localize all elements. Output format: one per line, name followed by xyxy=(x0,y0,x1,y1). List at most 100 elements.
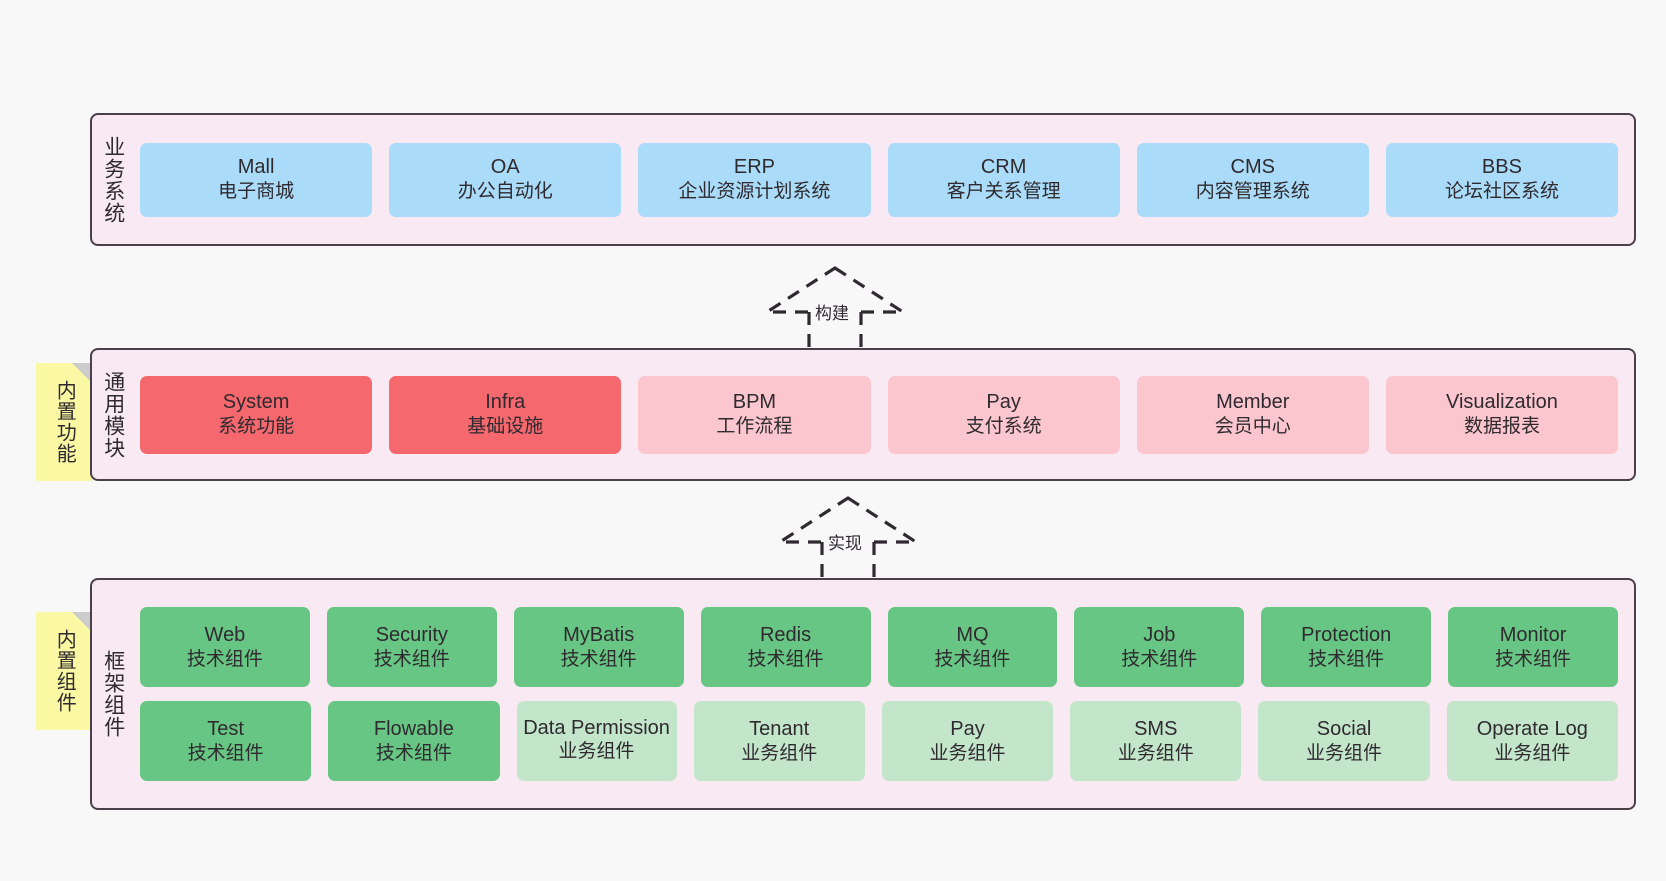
layer-title-common-modules: 通用模块 xyxy=(101,370,125,459)
card-subtitle: 技术组件 xyxy=(375,742,452,764)
card-monitor[interactable]: Monitor 技术组件 xyxy=(1448,607,1618,687)
card-title: Data Permission xyxy=(523,717,670,740)
layer-body-common-modules: System 系统功能 Infra 基础设施 BPM 工作流程 Pay 支付系统… xyxy=(134,350,1634,479)
card-subtitle: 数据报表 xyxy=(1463,416,1540,438)
card-subtitle: 技术组件 xyxy=(187,742,264,764)
sticky-note-label: 内置组件 xyxy=(53,629,76,713)
card-bpm[interactable]: BPM 工作流程 xyxy=(638,375,871,454)
card-oa[interactable]: OA 办公自动化 xyxy=(389,142,622,217)
card-title: OA xyxy=(490,156,520,179)
card-title: Pay xyxy=(986,391,1021,414)
card-subtitle: 技术组件 xyxy=(934,648,1011,670)
card-title: Security xyxy=(375,623,448,646)
card-system[interactable]: System 系统功能 xyxy=(140,375,373,454)
card-security[interactable]: Security 技术组件 xyxy=(326,607,497,687)
card-bbs[interactable]: BBS 论坛社区系统 xyxy=(1385,142,1619,217)
card-title: Infra xyxy=(485,391,526,414)
connector-label-build: 构建 xyxy=(812,299,852,324)
card-mybatis[interactable]: MyBatis 技术组件 xyxy=(513,607,684,687)
card-subtitle: 技术组件 xyxy=(373,648,450,670)
card-sms[interactable]: SMS 业务组件 xyxy=(1070,701,1242,781)
card-title: ERP xyxy=(733,156,775,179)
layer-title-business-systems: 业务系统 xyxy=(101,135,125,224)
connector-label-implement: 实现 xyxy=(825,529,865,554)
card-row-technical: Web 技术组件 Security 技术组件 MyBatis 技术组件 Redi… xyxy=(140,607,1618,687)
card-member[interactable]: Member 会员中心 xyxy=(1136,375,1369,454)
card-title: Pay xyxy=(950,717,985,740)
card-row-business: Test 技术组件 Flowable 技术组件 Data Permission … xyxy=(140,701,1618,781)
card-title: CRM xyxy=(980,156,1027,179)
card-job[interactable]: Job 技术组件 xyxy=(1074,607,1245,687)
card-mq[interactable]: MQ 技术组件 xyxy=(887,607,1058,687)
card-erp[interactable]: ERP 企业资源计划系统 xyxy=(638,142,871,217)
card-test[interactable]: Test 技术组件 xyxy=(140,701,312,781)
card-title: Operate Log xyxy=(1476,717,1588,740)
layer-body-business-systems: Mall 电子商城 OA 办公自动化 ERP 企业资源计划系统 CRM 客户关系… xyxy=(134,115,1634,244)
card-operate-log[interactable]: Operate Log 业务组件 xyxy=(1446,701,1618,781)
card-subtitle: 支付系统 xyxy=(965,416,1042,438)
card-title: Flowable xyxy=(373,717,454,740)
card-title: BPM xyxy=(732,391,777,414)
fold-corner-icon xyxy=(72,363,92,383)
card-title: MyBatis xyxy=(563,623,635,646)
layer-title-framework-components: 框架组件 xyxy=(101,650,125,738)
card-visualization[interactable]: Visualization 数据报表 xyxy=(1385,375,1619,454)
card-social[interactable]: Social 业务组件 xyxy=(1258,701,1430,781)
fold-corner-icon xyxy=(72,612,92,632)
card-subtitle: 业务组件 xyxy=(1306,742,1383,764)
card-protection[interactable]: Protection 技术组件 xyxy=(1261,607,1432,687)
layer-body-framework-components: Web 技术组件 Security 技术组件 MyBatis 技术组件 Redi… xyxy=(134,580,1634,808)
card-subtitle: 系统功能 xyxy=(218,416,295,438)
sticky-note-builtin-components: 内置组件 xyxy=(36,612,92,730)
card-subtitle: 企业资源计划系统 xyxy=(678,181,831,203)
card-title: Social xyxy=(1316,717,1372,740)
sticky-note-builtin-functions: 内置功能 xyxy=(36,363,92,481)
card-subtitle: 技术组件 xyxy=(560,648,637,670)
card-title: Job xyxy=(1143,623,1176,646)
card-subtitle: 内容管理系统 xyxy=(1195,181,1310,203)
card-title: Visualization xyxy=(1445,391,1558,414)
card-title: MQ xyxy=(956,623,989,646)
card-infra[interactable]: Infra 基础设施 xyxy=(389,375,622,454)
card-pay-component[interactable]: Pay 业务组件 xyxy=(881,701,1054,781)
card-title: BBS xyxy=(1481,156,1522,179)
card-title: Web xyxy=(204,623,246,646)
card-redis[interactable]: Redis 技术组件 xyxy=(700,607,871,687)
layer-framework-components: 框架组件 Web 技术组件 Security 技术组件 MyBatis 技术组件… xyxy=(90,578,1636,810)
card-subtitle: 业务组件 xyxy=(1117,742,1194,764)
card-mall[interactable]: Mall 电子商城 xyxy=(140,142,373,217)
card-subtitle: 业务组件 xyxy=(929,742,1006,764)
card-subtitle: 办公自动化 xyxy=(457,181,553,203)
card-subtitle: 技术组件 xyxy=(1121,648,1198,670)
card-web[interactable]: Web 技术组件 xyxy=(140,607,310,687)
card-title: System xyxy=(222,391,290,414)
card-subtitle: 基础设施 xyxy=(467,416,544,438)
card-title: CMS xyxy=(1230,156,1275,179)
card-title: Mall xyxy=(237,156,275,179)
card-title: Tenant xyxy=(749,717,810,740)
card-subtitle: 技术组件 xyxy=(747,648,824,670)
card-cms[interactable]: CMS 内容管理系统 xyxy=(1136,142,1369,217)
connector-implement: 实现 xyxy=(773,494,923,584)
connector-build: 构建 xyxy=(760,264,910,354)
card-data-permission[interactable]: Data Permission 业务组件 xyxy=(516,701,677,781)
card-subtitle: 业务组件 xyxy=(1494,742,1571,764)
card-pay[interactable]: Pay 支付系统 xyxy=(887,375,1120,454)
card-flowable[interactable]: Flowable 技术组件 xyxy=(328,701,500,781)
card-tenant[interactable]: Tenant 业务组件 xyxy=(693,701,865,781)
card-title: Monitor xyxy=(1499,623,1567,646)
layer-common-modules: 通用模块 System 系统功能 Infra 基础设施 BPM 工作流程 Pay xyxy=(90,348,1636,481)
card-subtitle: 技术组件 xyxy=(186,648,263,670)
card-subtitle: 业务组件 xyxy=(558,740,635,762)
card-row: System 系统功能 Infra 基础设施 BPM 工作流程 Pay 支付系统… xyxy=(140,375,1619,454)
card-subtitle: 技术组件 xyxy=(1308,648,1385,670)
card-crm[interactable]: CRM 客户关系管理 xyxy=(887,142,1120,217)
card-subtitle: 论坛社区系统 xyxy=(1444,181,1559,203)
card-title: Protection xyxy=(1301,623,1392,646)
card-subtitle: 会员中心 xyxy=(1214,416,1291,438)
card-title: Member xyxy=(1216,391,1290,414)
card-title: Test xyxy=(207,717,244,740)
card-subtitle: 工作流程 xyxy=(716,416,793,438)
card-title: SMS xyxy=(1134,717,1178,740)
